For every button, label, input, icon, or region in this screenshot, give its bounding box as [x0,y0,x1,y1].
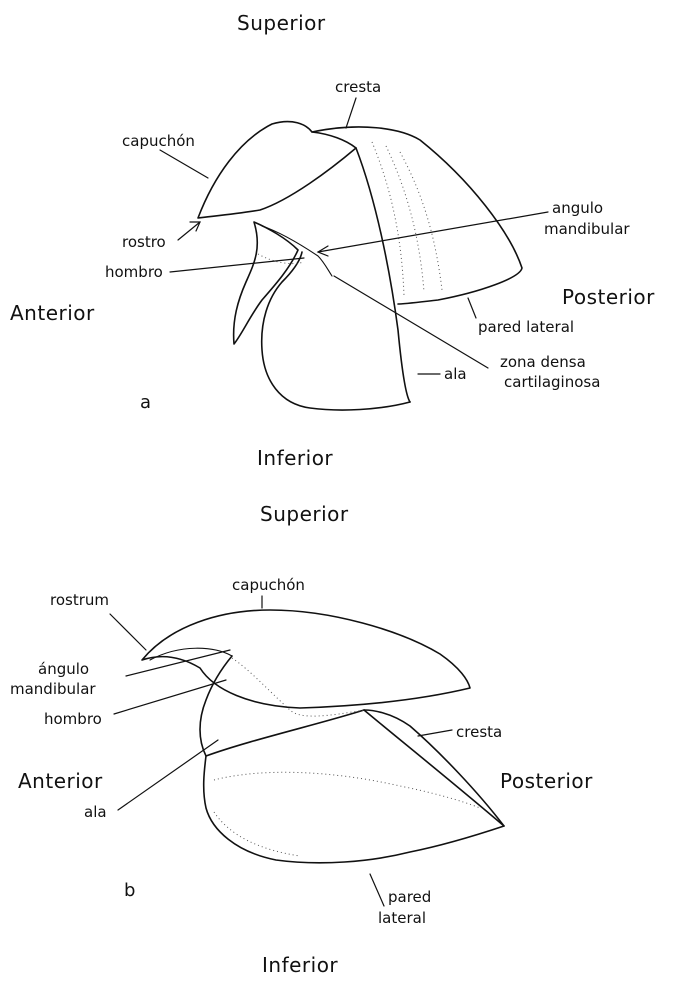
fig-b-hombro-label: hombro [44,710,102,728]
fig-b-rostrum-leader [110,614,146,650]
fig-a-zona-label-2: cartilaginosa [504,373,600,391]
fig-a-superior-label: Superior [237,11,326,35]
fig-a-hombro-label: hombro [105,263,163,281]
fig-b-ala-leader [118,740,218,810]
fig-a-angulo-label-1: angulo [552,199,603,217]
fig-a-lateral-wall [312,127,522,304]
fig-b-cresta-leader [418,730,452,736]
fig-b-anterior-label: Anterior [18,769,103,793]
fig-b-angulo-label-2: mandibular [10,680,96,698]
fig-a-beak-drawing [198,122,522,410]
fig-a-posterior-label: Posterior [562,285,655,309]
fig-a-panel-label: a [140,392,151,413]
fig-a-inferior-label: Inferior [257,446,333,470]
fig-b-dotted-3 [214,812,300,856]
fig-b-panel-label: b [124,880,135,901]
fig-b-hombro-leader [114,680,226,714]
fig-a-shoulder [234,222,298,344]
fig-b-ala-label: ala [84,803,107,821]
fig-a-hood [198,122,356,218]
fig-a-stipple-3 [400,152,442,290]
fig-a-wing [262,252,410,410]
fig-a-cresta-leader [346,98,356,128]
fig-a-zona-leader [334,276,488,368]
fig-a-pared-leader [468,298,476,318]
fig-b-capuchon-label: capuchón [232,576,305,594]
fig-b-superior-label: Superior [260,502,349,526]
fig-a-pared-label: pared lateral [478,318,574,336]
fig-b-posterior-label: Posterior [500,769,593,793]
fig-b-pared-label-2: lateral [378,909,426,927]
fig-a-rostro-leader [178,222,200,240]
figure-a: Superior Inferior Anterior Posterior a [10,11,655,470]
fig-a-capuchon-leader [160,150,208,178]
fig-a-cresta-label: cresta [335,78,381,96]
fig-b-cresta-label: cresta [456,723,502,741]
fig-a-hombro-leader [170,258,304,272]
fig-b-angulo-label-1: ángulo [38,660,89,678]
fig-a-angulo-leader [318,212,548,252]
fig-b-inferior-label: Inferior [262,953,338,977]
fig-b-dotted-2 [214,772,480,808]
fig-a-stipple-1 [372,142,404,296]
fig-b-hood [142,610,470,708]
fig-a-ala-label: ala [444,365,467,383]
fig-b-angulo-leader [126,650,230,676]
fig-b-hood-inner [150,648,232,660]
figure-b: Superior Inferior Anterior Posterior b c… [10,502,593,977]
fig-a-zona-label-1: zona densa [500,353,586,371]
fig-b-beak-drawing [142,610,504,863]
fig-a-anterior-label: Anterior [10,301,95,325]
fig-a-rostro-label: rostro [122,233,166,251]
fig-b-shoulder-edge [206,710,364,756]
fig-a-stipple-2 [386,146,424,292]
fig-b-rostrum-label: rostrum [50,591,109,609]
fig-b-pared-label-1: pared [388,888,431,906]
fig-b-pared-leader [370,874,384,906]
fig-a-capuchon-label: capuchón [122,132,195,150]
fig-a-angulo-label-2: mandibular [544,220,630,238]
fig-b-lateral-wall [200,656,504,863]
fig-a-crest-edge [356,148,410,402]
